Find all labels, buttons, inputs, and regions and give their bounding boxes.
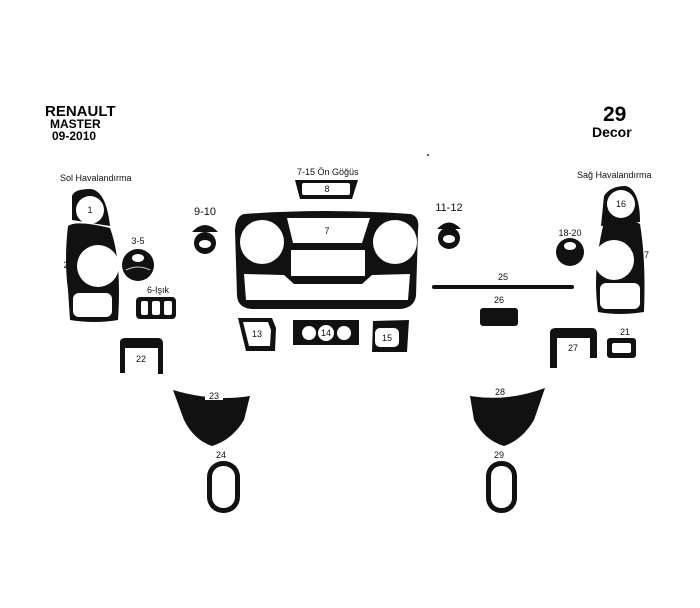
svg-text:7: 7 bbox=[324, 226, 329, 236]
svg-text:3-5: 3-5 bbox=[131, 236, 144, 246]
svg-text:24: 24 bbox=[216, 450, 226, 460]
svg-text:6-Işık: 6-Işık bbox=[147, 285, 170, 295]
front-console-title: 7-15 Ön Göğüs bbox=[297, 167, 359, 177]
svg-text:1: 1 bbox=[87, 205, 92, 215]
part-26: 26 bbox=[480, 295, 518, 326]
svg-text:14: 14 bbox=[321, 328, 331, 338]
svg-text:9-10: 9-10 bbox=[194, 206, 216, 218]
part-27: 27 bbox=[550, 328, 597, 368]
part-23: 23 bbox=[173, 389, 250, 446]
svg-text:15: 15 bbox=[382, 333, 392, 343]
part-28: 28 bbox=[470, 386, 545, 446]
part-9-10: 9-10 bbox=[192, 206, 218, 254]
part-15: 15 bbox=[372, 320, 409, 352]
part-6-light: 6-Işık bbox=[136, 285, 176, 319]
part-16: 16 bbox=[601, 186, 640, 226]
part-2: 2 bbox=[63, 223, 119, 322]
svg-text:8: 8 bbox=[324, 184, 329, 194]
model-label: MASTER bbox=[50, 117, 101, 131]
part-18-20: 18-20 bbox=[556, 228, 584, 266]
svg-text:16: 16 bbox=[616, 199, 626, 209]
svg-text:23: 23 bbox=[209, 391, 219, 401]
left-vent-title: Sol Havalandırma bbox=[60, 173, 132, 183]
part-14: 14 bbox=[293, 320, 359, 345]
svg-text:13: 13 bbox=[252, 329, 262, 339]
right-vent-title: Sağ Havalandırma bbox=[577, 170, 652, 180]
svg-text:27: 27 bbox=[568, 343, 578, 353]
part-11-12: 11-12 bbox=[435, 202, 463, 249]
svg-text:26: 26 bbox=[494, 295, 504, 305]
svg-text:17: 17 bbox=[639, 250, 649, 260]
svg-text:21: 21 bbox=[620, 327, 630, 337]
part-29: 29 bbox=[486, 450, 517, 513]
svg-text:25: 25 bbox=[498, 272, 508, 282]
year-label: 09-2010 bbox=[52, 129, 96, 143]
svg-text:28: 28 bbox=[495, 387, 505, 397]
part-22: 22 bbox=[120, 338, 163, 374]
svg-text:2: 2 bbox=[63, 260, 68, 270]
svg-text:18-20: 18-20 bbox=[558, 228, 581, 238]
part-13: 13 bbox=[238, 318, 276, 351]
part-1: 1 bbox=[72, 189, 110, 226]
part-24: 24 bbox=[207, 450, 240, 513]
svg-text:22: 22 bbox=[136, 354, 146, 364]
make-label: RENAULT bbox=[45, 103, 116, 120]
svg-text:29: 29 bbox=[494, 450, 504, 460]
piece-count: 29 bbox=[603, 103, 626, 126]
part-7: 7 bbox=[235, 211, 419, 309]
part-25: 25 bbox=[432, 272, 574, 289]
part-3-5: 3-5 bbox=[122, 236, 154, 281]
part-8: 8 bbox=[295, 180, 358, 199]
part-17: 17 bbox=[594, 219, 649, 314]
svg-text:11-12: 11-12 bbox=[435, 202, 462, 214]
kit-type: Decor bbox=[592, 124, 632, 140]
part-21: 21 bbox=[607, 327, 636, 358]
